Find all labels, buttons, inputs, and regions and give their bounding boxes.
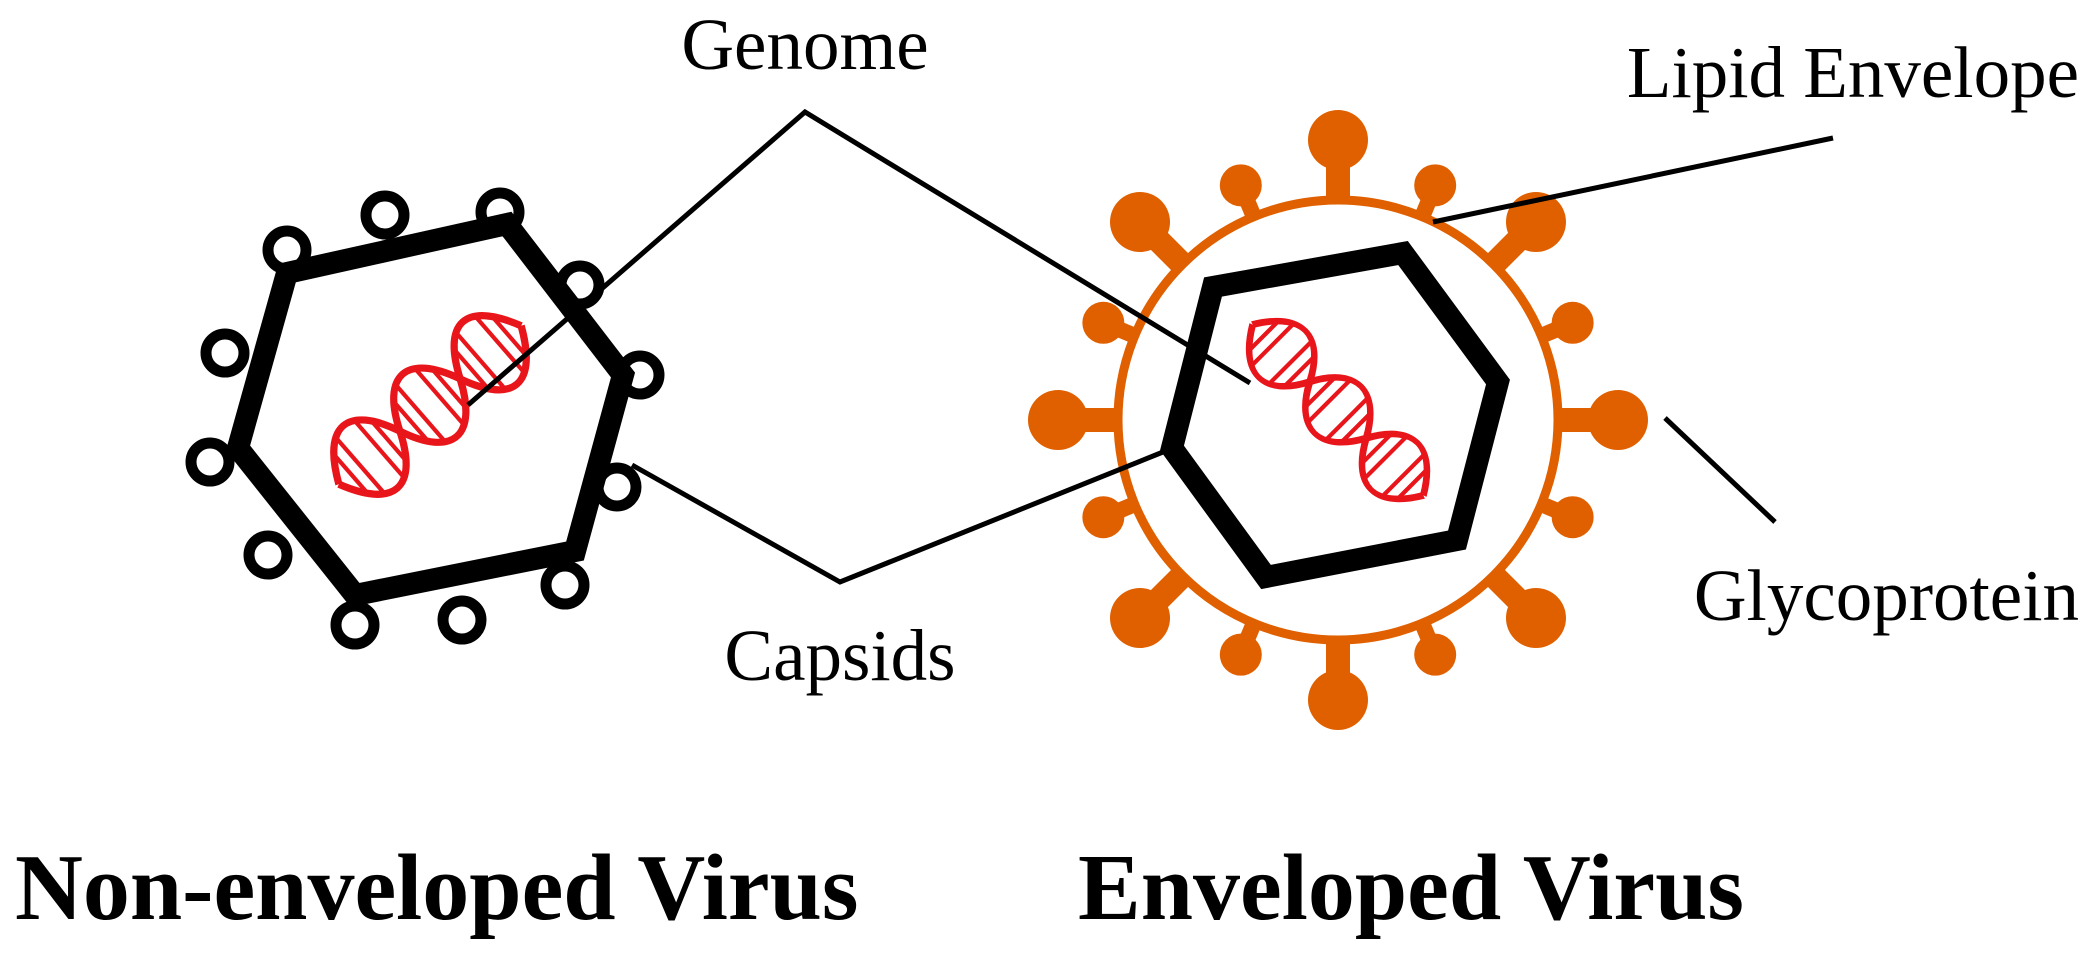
capsid-hexagon: [1160, 240, 1510, 590]
lipid-envelope-leader-line: [1432, 135, 1834, 225]
glycoprotein-spike: [1482, 564, 1566, 648]
genome-leader-line: [466, 108, 1252, 407]
capsid-knob: [540, 560, 590, 610]
capsids-label: Capsids: [724, 615, 955, 696]
capsid-knob: [200, 328, 250, 378]
capsid-knob: [185, 437, 235, 487]
non-enveloped-virus-title: Non-enveloped Virus: [15, 836, 858, 940]
dna-genome-icon: [330, 312, 530, 498]
glycoprotein-spike: [1554, 390, 1648, 450]
glycoprotein-label: Glycoprotein: [1694, 555, 2079, 636]
glycoprotein-spike: [1308, 636, 1368, 730]
capsid-hexagon: [225, 211, 636, 608]
lipid-envelope-label: Lipid Envelope: [1627, 32, 2079, 113]
non-enveloped-virus: [185, 187, 665, 650]
leader-lines: [466, 108, 1834, 585]
capsid-knob: [330, 600, 380, 650]
capsids-leader-line: [630, 447, 1169, 585]
enveloped-virus: [1028, 110, 1648, 730]
glycoprotein-spike: [1308, 110, 1368, 204]
capsid-knob: [360, 190, 410, 240]
capsid-knob: [243, 530, 293, 580]
glycoprotein-spike: [1028, 390, 1122, 450]
glycoprotein-spike: [1110, 564, 1194, 648]
glycoprotein-leader-line: [1663, 416, 1777, 524]
capsid-knob: [437, 595, 487, 645]
lipid-envelope-circle: [1113, 195, 1563, 645]
glycoprotein-spike: [1482, 192, 1566, 276]
glycoprotein-spike: [1110, 192, 1194, 276]
enveloped-virus-title: Enveloped Virus: [1078, 836, 1744, 940]
genome-label: Genome: [681, 4, 928, 85]
dna-genome-icon: [1245, 317, 1431, 503]
